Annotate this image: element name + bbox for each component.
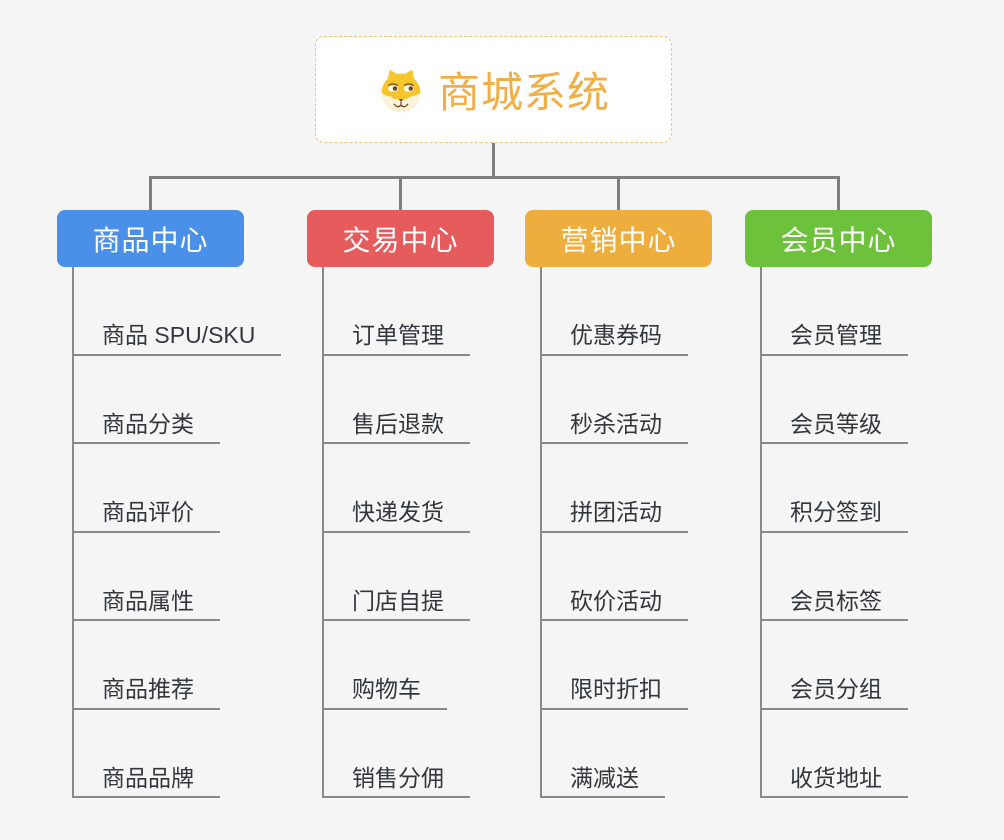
leaf-column-product-center: 商品 SPU/SKU 商品分类 商品评价 商品属性 商品推荐 商品品牌 bbox=[72, 267, 282, 798]
leaf-label: 订单管理 bbox=[322, 322, 470, 356]
branch-label: 交易中心 bbox=[342, 224, 459, 256]
leaf-item[interactable]: 优惠券码 bbox=[540, 267, 688, 356]
dog-face-icon bbox=[381, 69, 421, 112]
branch-node-product-center[interactable]: 商品中心 bbox=[57, 210, 244, 267]
root-title: 商城系统 bbox=[437, 69, 610, 116]
leaf-item[interactable]: 快递发货 bbox=[322, 444, 470, 533]
leaf-label: 商品推荐 bbox=[72, 676, 220, 710]
leaf-item[interactable]: 限时折扣 bbox=[540, 621, 688, 710]
branch-node-marketing-center[interactable]: 营销中心 bbox=[525, 210, 712, 267]
leaf-item[interactable]: 商品 SPU/SKU bbox=[72, 267, 282, 356]
leaf-column-trade-center: 订单管理 售后退款 快递发货 门店自提 购物车 销售分佣 bbox=[322, 267, 470, 798]
leaf-item[interactable]: 商品评价 bbox=[72, 444, 281, 533]
leaf-label: 优惠券码 bbox=[540, 322, 688, 356]
leaf-label: 快递发货 bbox=[322, 499, 470, 533]
column-line bbox=[322, 267, 324, 798]
leaf-label: 限时折扣 bbox=[540, 676, 688, 710]
branch-label: 商品中心 bbox=[92, 224, 209, 256]
leaf-item[interactable]: 商品分类 bbox=[72, 356, 281, 444]
leaf-label: 门店自提 bbox=[322, 588, 470, 621]
leaf-item[interactable]: 销售分佣 bbox=[322, 710, 470, 798]
leaf-column-member-center: 会员管理 会员等级 积分签到 会员标签 会员分组 收货地址 bbox=[760, 267, 908, 798]
column-line bbox=[540, 267, 542, 798]
leaf-column-marketing-center: 优惠券码 秒杀活动 拼团活动 砍价活动 限时折扣 满减送 bbox=[540, 267, 688, 798]
branch-node-member-center[interactable]: 会员中心 bbox=[745, 210, 932, 267]
leaf-label: 会员管理 bbox=[760, 322, 908, 356]
leaf-item[interactable]: 售后退款 bbox=[322, 356, 470, 444]
leaf-label: 会员分组 bbox=[760, 676, 908, 710]
leaf-item[interactable]: 拼团活动 bbox=[540, 444, 688, 533]
leaf-label: 砍价活动 bbox=[540, 588, 688, 621]
leaf-item[interactable]: 商品属性 bbox=[72, 533, 281, 621]
connector-drop bbox=[399, 179, 402, 210]
leaf-label: 拼团活动 bbox=[540, 499, 688, 533]
column-line bbox=[760, 267, 762, 798]
leaf-item[interactable]: 积分签到 bbox=[760, 444, 908, 533]
root-node-mall-system[interactable]: 商城系统 bbox=[315, 36, 672, 143]
leaf-label: 商品 SPU/SKU bbox=[72, 322, 282, 356]
leaf-label: 售后退款 bbox=[322, 411, 470, 444]
connector-horizontal bbox=[149, 176, 840, 179]
branch-node-trade-center[interactable]: 交易中心 bbox=[307, 210, 494, 267]
leaf-label: 商品分类 bbox=[72, 411, 220, 444]
leaf-label: 收货地址 bbox=[760, 765, 908, 798]
leaf-label: 销售分佣 bbox=[322, 765, 470, 798]
leaf-item[interactable]: 收货地址 bbox=[760, 710, 908, 798]
leaf-label: 商品评价 bbox=[72, 499, 220, 533]
connector-root-vertical bbox=[492, 143, 495, 176]
leaf-item[interactable]: 会员管理 bbox=[760, 267, 908, 356]
column-line bbox=[72, 267, 74, 798]
leaf-item[interactable]: 会员标签 bbox=[760, 533, 908, 621]
leaf-label: 商品属性 bbox=[72, 588, 220, 621]
leaf-label: 会员等级 bbox=[760, 411, 908, 444]
branch-label: 营销中心 bbox=[560, 224, 677, 256]
leaf-item[interactable]: 砍价活动 bbox=[540, 533, 688, 621]
leaf-label: 会员标签 bbox=[760, 588, 908, 621]
branch-label: 会员中心 bbox=[780, 224, 897, 256]
leaf-item[interactable]: 门店自提 bbox=[322, 533, 470, 621]
leaf-item[interactable]: 商品品牌 bbox=[72, 710, 281, 798]
leaf-item[interactable]: 商品推荐 bbox=[72, 621, 281, 710]
leaf-item[interactable]: 购物车 bbox=[322, 621, 470, 710]
connector-drop bbox=[837, 179, 840, 210]
leaf-item[interactable]: 满减送 bbox=[540, 710, 688, 798]
leaf-label: 秒杀活动 bbox=[540, 411, 688, 444]
leaf-item[interactable]: 会员分组 bbox=[760, 621, 908, 710]
leaf-label: 商品品牌 bbox=[72, 765, 220, 798]
leaf-label: 积分签到 bbox=[760, 499, 908, 533]
leaf-item[interactable]: 订单管理 bbox=[322, 267, 470, 356]
connector-drop bbox=[617, 179, 620, 210]
leaf-label: 购物车 bbox=[322, 676, 447, 710]
leaf-label: 满减送 bbox=[540, 765, 665, 798]
connector-drop bbox=[149, 179, 152, 210]
leaf-item[interactable]: 秒杀活动 bbox=[540, 356, 688, 444]
leaf-item[interactable]: 会员等级 bbox=[760, 356, 908, 444]
